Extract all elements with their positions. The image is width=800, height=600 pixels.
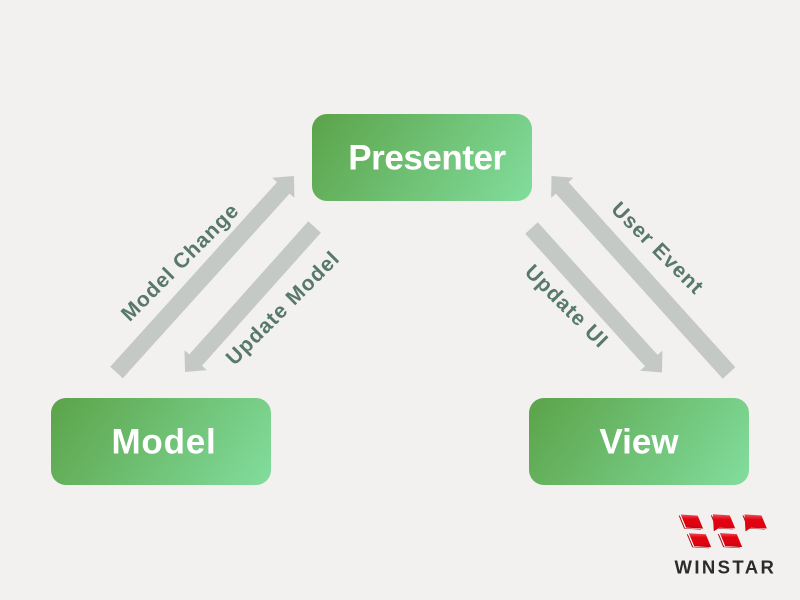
svg-text:Model: Model (111, 423, 216, 462)
svg-text:View: View (599, 423, 679, 462)
svg-text:Presenter: Presenter (348, 139, 506, 178)
svg-text:WINSTAR: WINSTAR (675, 557, 777, 578)
